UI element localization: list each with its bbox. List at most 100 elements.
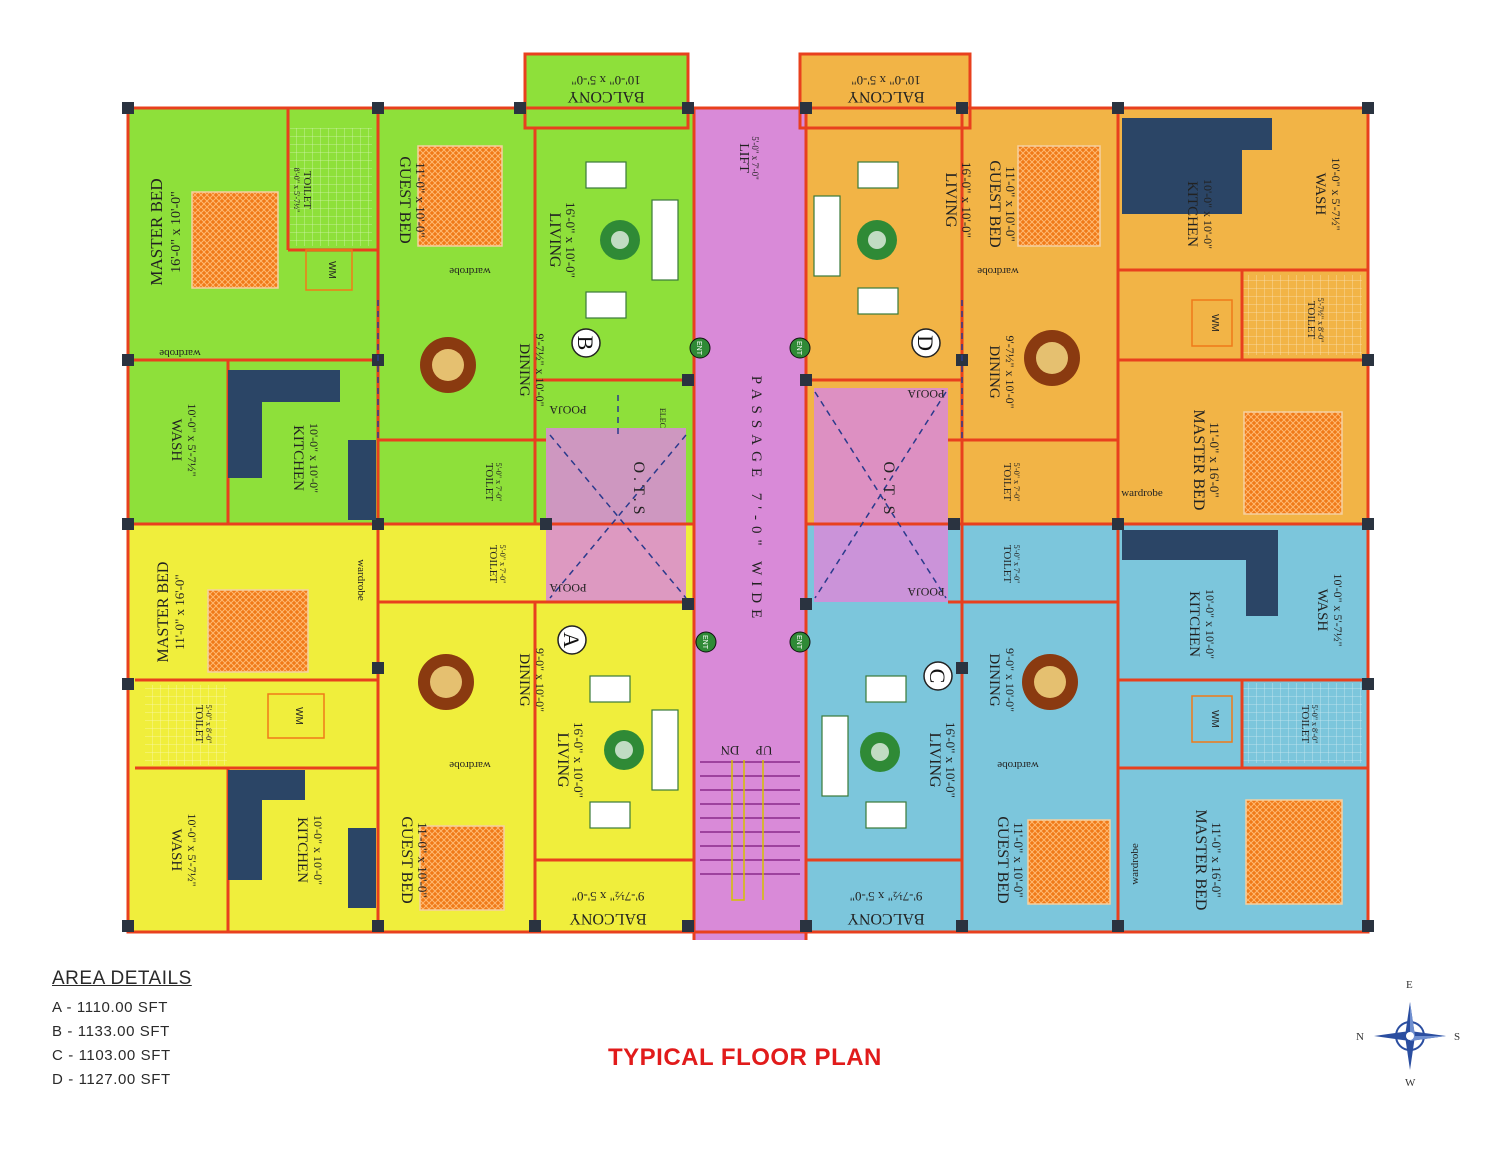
flat-c-marker: C bbox=[925, 669, 950, 684]
room-name: DINING bbox=[516, 343, 532, 396]
room-size: 9'-0" x 10'-0" bbox=[1003, 648, 1017, 712]
room-size: 10'-0" x 5'-0" bbox=[571, 73, 640, 88]
entry-c-label: ENT bbox=[795, 635, 802, 650]
room-size: 9'-7½" x 10'-0" bbox=[1003, 335, 1017, 408]
room-name: GUEST BED bbox=[986, 160, 1003, 247]
kitchen-counter-b bbox=[228, 370, 340, 478]
room-size: 9'-7½" x 5'-0" bbox=[572, 889, 645, 904]
room-name: GUEST BED bbox=[396, 156, 413, 243]
compass-rose-icon: E W N S bbox=[1356, 979, 1460, 1089]
compass-e: E bbox=[1406, 979, 1413, 991]
compass-s: S bbox=[1454, 1031, 1460, 1043]
room-size: 5'-0" x 7'-0" bbox=[1012, 545, 1021, 584]
room-size: 9'-7½" x 10'-0" bbox=[533, 333, 547, 406]
bed-c-guest bbox=[1027, 819, 1111, 905]
room-size: 16'-0" x 10'-0" bbox=[571, 722, 586, 798]
room-name: LIVING bbox=[554, 732, 571, 788]
pooja-d-label: POOJA bbox=[907, 387, 945, 401]
room-name: MASTER BED bbox=[1190, 410, 1207, 511]
wardrobe-d-guest: wardrobe bbox=[977, 265, 1019, 277]
bed-c-master bbox=[1245, 799, 1343, 905]
room-name: TOILET bbox=[483, 463, 495, 502]
room-name: WASH bbox=[168, 419, 184, 462]
room-name: MASTER BED bbox=[1192, 810, 1209, 911]
room-name: DINING bbox=[516, 653, 532, 706]
wardrobe-a-master: wardrobe bbox=[355, 559, 367, 601]
room-size: 11'-0" x 16'-0" bbox=[1209, 822, 1224, 897]
room-name: LIVING bbox=[942, 172, 959, 228]
room-size: 11'-0" x 10'-0" bbox=[1011, 822, 1026, 897]
compass-w: W bbox=[1405, 1077, 1416, 1089]
entry-d-label: ENT bbox=[795, 341, 802, 356]
ots-left-label: O.T.S bbox=[630, 461, 647, 518]
wardrobe-d-master: wardrobe bbox=[1121, 487, 1163, 499]
room-name: BALCONY bbox=[567, 88, 645, 105]
bed-b-guest bbox=[417, 145, 503, 247]
area-detail-b: B - 1133.00 SFT bbox=[52, 1023, 170, 1040]
flat-d-marker: D bbox=[913, 335, 938, 351]
area-detail-c: C - 1103.00 SFT bbox=[52, 1047, 171, 1064]
room-name: TOILET bbox=[1001, 545, 1013, 584]
room-name: TOILET bbox=[193, 705, 205, 744]
room-size: 16'-0" x 10'-0" bbox=[943, 722, 958, 798]
room-size: 9'-0" x 10'-0" bbox=[533, 648, 547, 712]
room-size: 11'-0" x 16'-0" bbox=[172, 574, 187, 649]
plan-title: TYPICAL FLOOR PLAN bbox=[608, 1044, 882, 1071]
room-size: 8'-0" x 5'-7½" bbox=[292, 168, 301, 213]
room-name: TOILET bbox=[301, 171, 313, 210]
dining-tables bbox=[418, 330, 1080, 710]
elec-label: ELEC bbox=[658, 408, 667, 428]
room-name: MASTER BED bbox=[147, 178, 166, 285]
area-detail-a: A - 1110.00 SFT bbox=[52, 999, 168, 1016]
floor-plan: B D A C ENT ENT ENT ENT MASTER BED 16'-0… bbox=[122, 52, 1374, 940]
room-name: KITCHEN bbox=[1184, 181, 1200, 247]
room-size: 16'-0" x 10'-0" bbox=[169, 191, 184, 273]
dn-label: DN bbox=[720, 743, 739, 758]
room-size: 10'-0" x 5'-7½" bbox=[185, 813, 199, 886]
room-name: BALCONY bbox=[847, 910, 925, 927]
room-size: 10'-0" x 10'-0" bbox=[1203, 589, 1217, 659]
room-name: BALCONY bbox=[569, 910, 647, 927]
kitchen-counter-d bbox=[1122, 118, 1272, 214]
room-size: 5'-0" x 8'-0" bbox=[204, 705, 213, 744]
ots-right-label: O.T.S bbox=[880, 461, 897, 518]
wardrobe-a-guest: wardrobe bbox=[449, 759, 491, 771]
bed-a-guest bbox=[419, 825, 505, 911]
room-size: 5'-0" x 7'-0" bbox=[494, 463, 503, 502]
room-name: WASH bbox=[168, 829, 184, 872]
wardrobe-b-master: wardrobe bbox=[159, 347, 201, 359]
wm-b-label: WM bbox=[326, 261, 337, 279]
room-size: 10'-0" x 5'-0" bbox=[851, 73, 920, 88]
wardrobe-b-guest: wardrobe bbox=[449, 265, 491, 277]
room-name: LIVING bbox=[546, 212, 563, 268]
bed-a-master bbox=[207, 589, 309, 673]
room-name: GUEST BED bbox=[398, 816, 415, 903]
bed-b-master bbox=[191, 191, 279, 289]
room-name: TOILET bbox=[1001, 463, 1013, 502]
room-name: KITCHEN bbox=[294, 817, 310, 883]
room-size: 10'-0" x 5'-7½" bbox=[1331, 573, 1345, 646]
up-label: UP bbox=[756, 743, 773, 758]
area-detail-d: D - 1127.00 SFT bbox=[52, 1071, 171, 1088]
room-name: KITCHEN bbox=[290, 425, 306, 491]
pooja-a-label: POOJA bbox=[549, 581, 587, 595]
passage-label: PASSAGE 7'-0" WIDE bbox=[748, 376, 764, 625]
room-size: 5'-0" x 7'-0" bbox=[498, 545, 507, 584]
room-size: 10'-0" x 5'-7½" bbox=[1329, 157, 1343, 230]
kitchen-counter-c bbox=[1122, 530, 1278, 616]
room-name: WASH bbox=[1314, 589, 1330, 632]
pooja-c-label: POOJA bbox=[907, 585, 945, 599]
room-size: 10'-0" x 5'-7½" bbox=[185, 403, 199, 476]
room-size: 16'-0" x 10'-0" bbox=[959, 162, 974, 238]
passage-area bbox=[694, 108, 806, 940]
room-name: BALCONY bbox=[847, 88, 925, 105]
room-size: 10'-0" x 10'-0" bbox=[1201, 179, 1215, 249]
room-name: GUEST BED bbox=[994, 816, 1011, 903]
area-details-heading: AREA DETAILS bbox=[52, 968, 192, 989]
room-size: 11'-0" x 16'-0" bbox=[1207, 422, 1222, 497]
room-size: 5'-0" x 8'-0" bbox=[1310, 705, 1319, 744]
room-size: 16'-0" x 10'-0" bbox=[563, 202, 578, 278]
room-name: TOILET bbox=[1299, 705, 1311, 744]
bed-d-master bbox=[1243, 411, 1343, 515]
area-details: AREA DETAILS A - 1110.00 SFT B - 1133.00… bbox=[52, 968, 192, 1092]
